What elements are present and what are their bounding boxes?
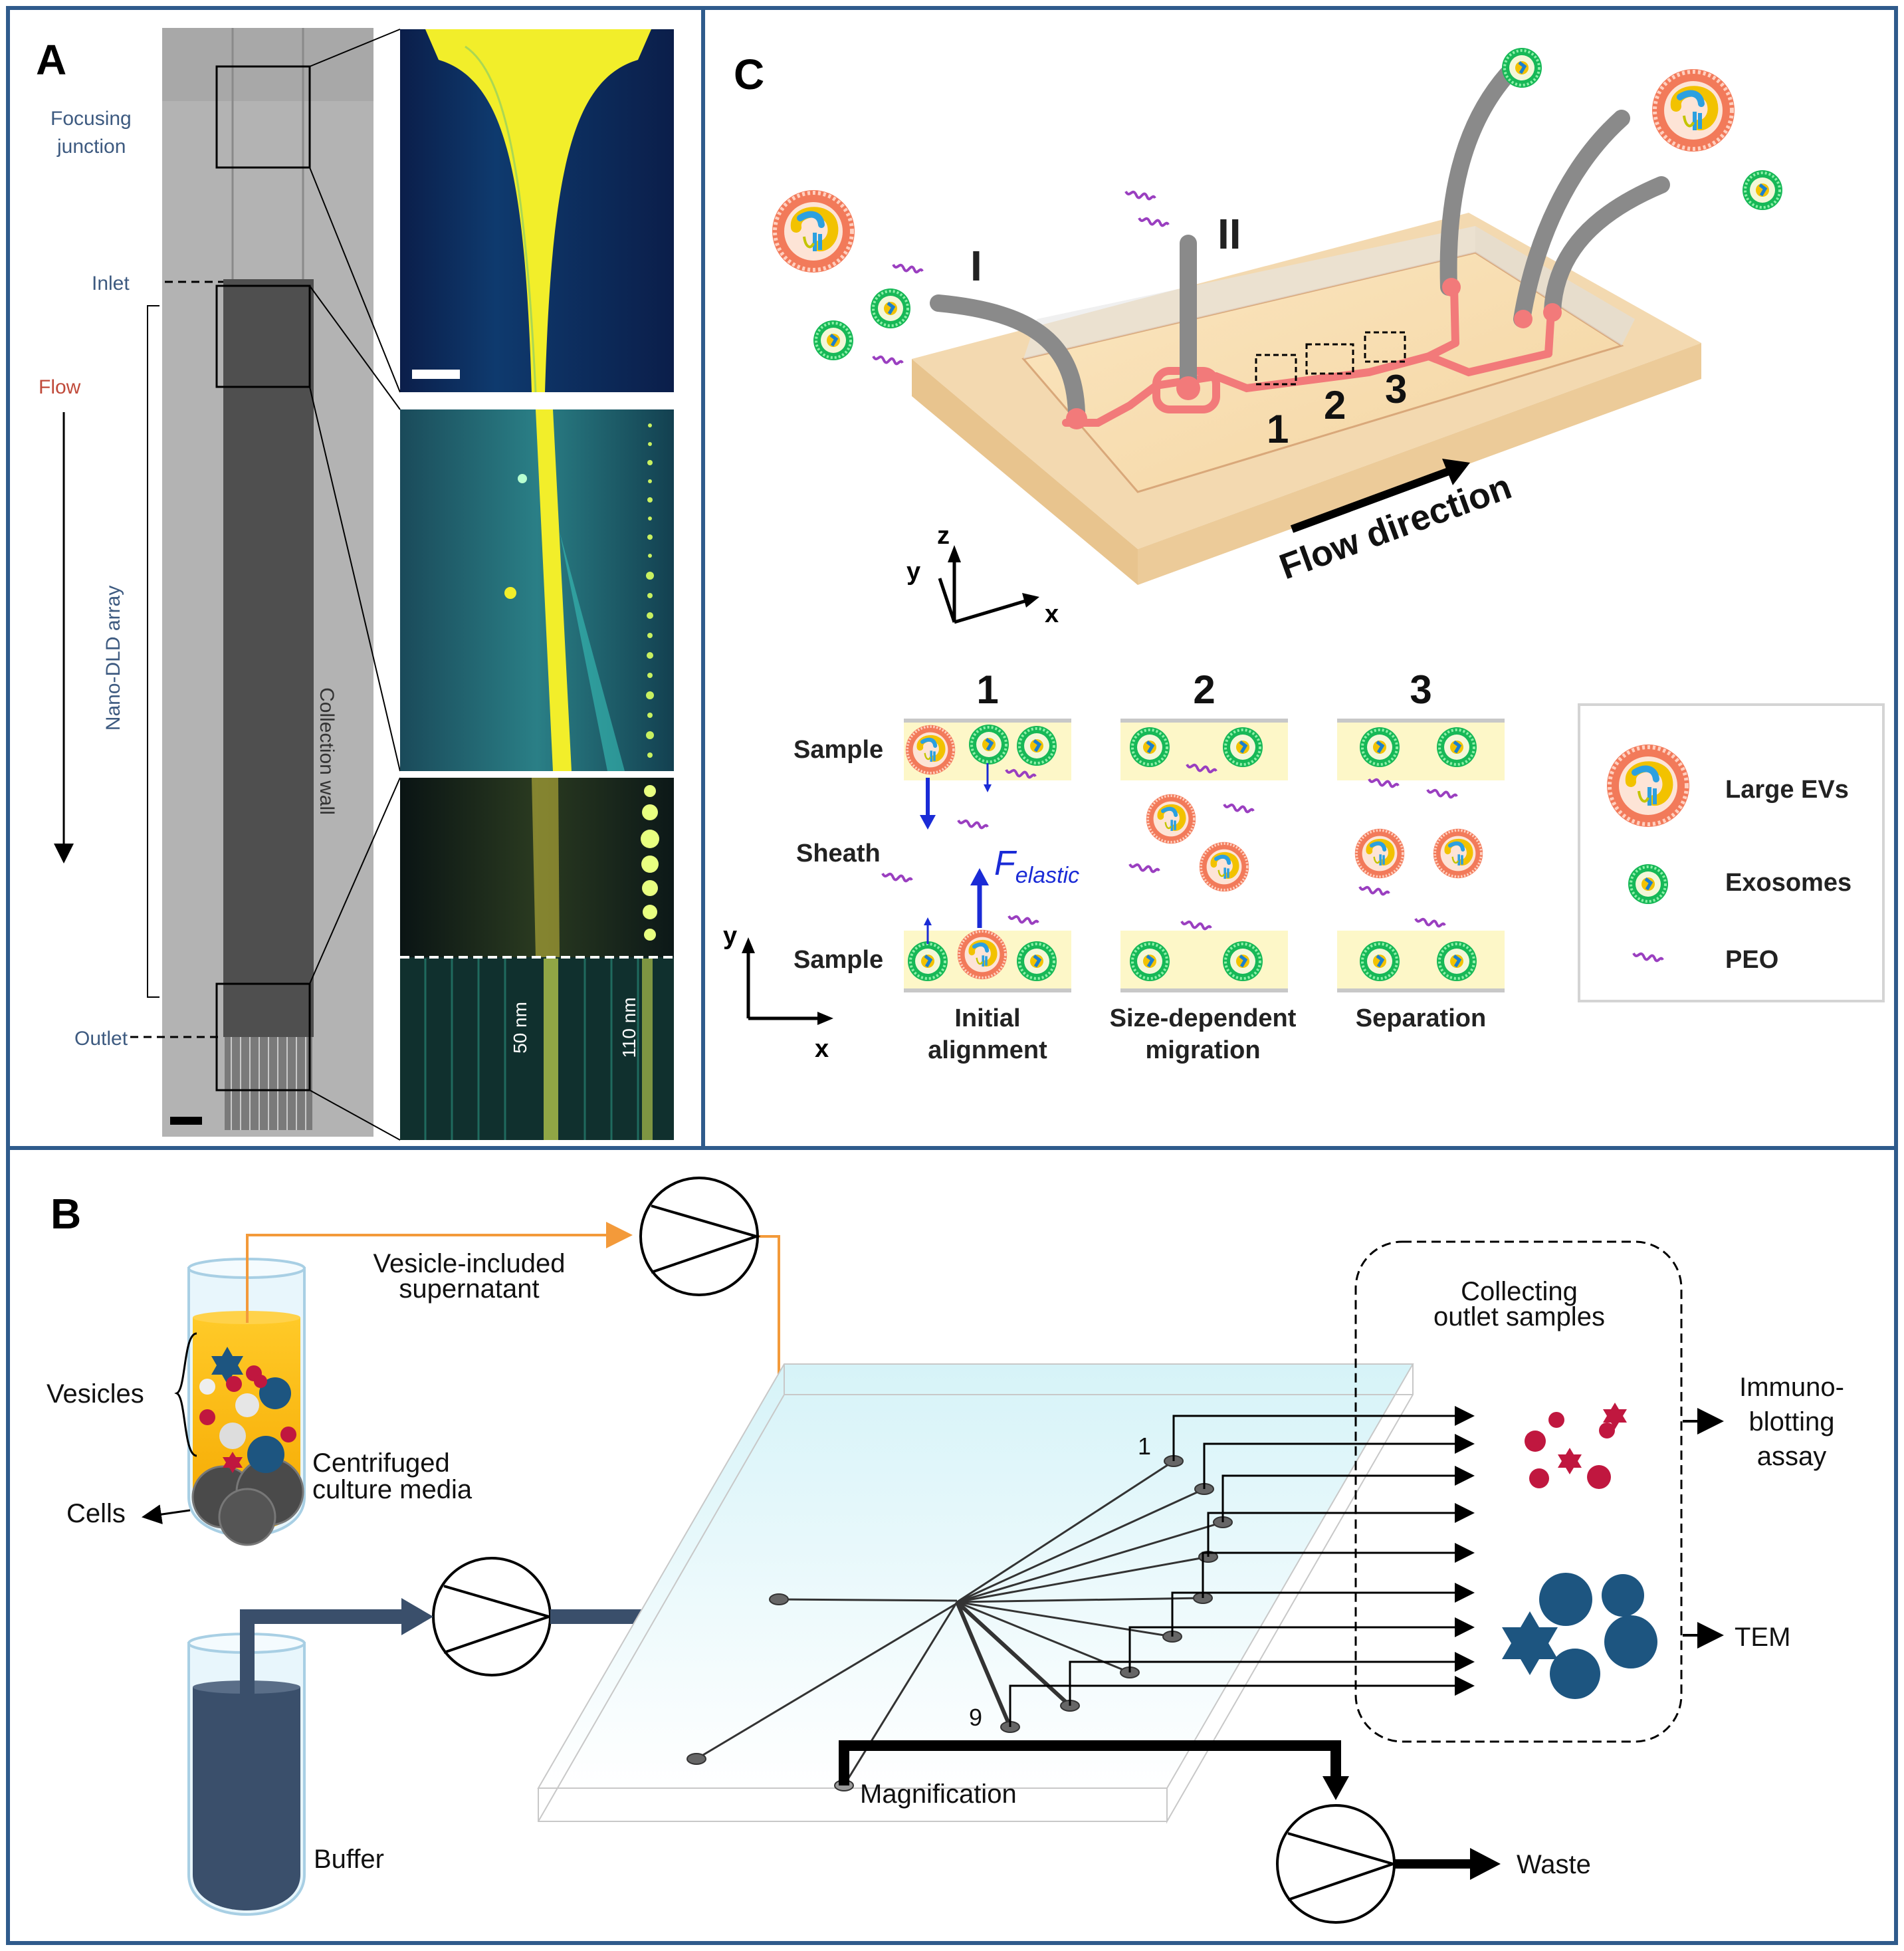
axes-2d: y x [723,922,833,1063]
label-vesicle-sup-1: Vesicle-included [373,1249,565,1278]
pump-waste-icon [1276,1804,1398,1924]
scale-bar-a [170,1117,202,1125]
device-slab [537,1363,1414,1824]
label-immuno-3: assay [1757,1442,1827,1471]
label-cells: Cells [66,1499,126,1528]
vesicles-brace [174,1332,197,1457]
panel-a-letter: A [36,36,66,84]
label-collection-wall: Collection wall [316,687,338,815]
label-inlet-I: I [970,242,982,290]
frame-b [6,1146,1898,1945]
label-centrifuged-1: Centrifuged [312,1448,450,1478]
axis-z-label: z [937,522,950,550]
blue-vesicles-cluster [1502,1573,1657,1699]
stage-1-caption-1: Initial [954,1004,1020,1032]
legend-peo: PEO [1725,946,1778,974]
collecting-box [1354,1240,1683,1743]
microfluidic-chip [912,66,1701,585]
label-focusing-junction: Focusing junction [51,108,132,158]
label-sheath: Sheath [796,840,881,867]
outlet-tubing [1009,1406,1475,1727]
axis-y-label: y [906,558,920,586]
axis-x-label: x [1045,600,1059,628]
label-zone-1: 1 [1267,407,1289,451]
label-outlet-1: 1 [1138,1433,1151,1460]
stage-captions: Initial alignment Size-dependent migrati… [928,1004,1486,1064]
stage-1-caption-2: alignment [928,1036,1047,1064]
label-buffer: Buffer [314,1845,384,1874]
label-collecting-2: outlet samples [1433,1302,1605,1331]
label-flow: Flow [39,376,81,398]
panel-b-letter: B [51,1190,81,1238]
chip-channel [1062,283,1555,427]
zoom-box-inlet [215,285,311,388]
fluorescence-inset-outlet: 50 nm 110 nm [400,778,674,1140]
red-vesicles-cluster [1525,1403,1627,1489]
label-collecting-1: Collecting [1461,1277,1578,1306]
label-inlet: Inlet [92,273,130,294]
zoom-box-focusing [215,65,311,169]
label-tem: TEM [1735,1623,1790,1652]
label-zone-3: 3 [1385,367,1407,411]
stage-1-particles [881,725,1057,981]
focusing-line-2: junction [56,136,126,158]
label-sample-bottom: Sample [793,946,883,974]
label-outlet-9: 9 [969,1704,982,1731]
dld-micrograph [162,28,373,1137]
scale-bar-inset [412,370,460,379]
label-sample-top: Sample [793,736,883,764]
label-110nm: 110 nm [619,997,639,1058]
axis2d-y-label: y [723,922,737,950]
stage-2-caption-1: Size-dependent [1110,1004,1297,1032]
waste-line [839,1740,1501,1880]
array-bracket [147,305,159,998]
legend-large-evs: Large EVs [1725,776,1849,804]
label-nano-dld-array: Nano-DLD array [102,586,124,731]
inlet-tubes [930,66,1670,421]
device-channels [696,1460,1223,1786]
tube-culture [187,1258,306,1546]
pump-sample-icon [639,1177,761,1296]
label-vesicles: Vesicles [47,1379,144,1409]
pump-buffer-icon [432,1557,554,1676]
f-main: F [994,844,1017,883]
axis2d-x-label: x [815,1035,829,1063]
label-centrifuged-2: culture media [312,1475,473,1504]
axes-3d: z y x [906,522,1059,628]
label-outlet: Outlet [74,1028,128,1050]
fluorescence-inset-inlet [400,409,674,771]
zone-boxes [1255,331,1406,386]
fluorescence-inset-focusing [400,29,674,393]
label-waste: Waste [1517,1850,1591,1879]
label-immuno-1: Immuno- [1739,1373,1844,1402]
label-inlet-II: II [1217,210,1241,258]
label-zone-2: 2 [1324,383,1346,427]
focusing-line-1: Focusing [51,108,132,130]
stage-3-number: 3 [1410,667,1431,712]
stage-1-number: 1 [976,667,998,712]
cells-pointer [142,1504,191,1525]
stage-2-caption-2: migration [1145,1036,1260,1064]
zoom-connectors [309,29,401,1141]
legend-c: Large EVs Exosomes PEO [1578,703,1885,1002]
panel-c-letter: C [734,51,764,98]
stage-3-caption-1: Separation [1356,1004,1486,1032]
label-f-elastic: Felastic [994,844,1079,888]
label-vesicle-sup-2: supernatant [399,1274,539,1304]
tube-buffer [187,1633,306,1916]
label-magnification: Magnification [860,1779,1017,1809]
legend-exosomes: Exosomes [1725,869,1851,897]
label-50nm: 50 nm [510,1002,530,1054]
f-sub: elastic [1015,863,1079,888]
label-immuno-2: blotting [1749,1407,1835,1436]
stage-2-number: 2 [1193,667,1215,712]
